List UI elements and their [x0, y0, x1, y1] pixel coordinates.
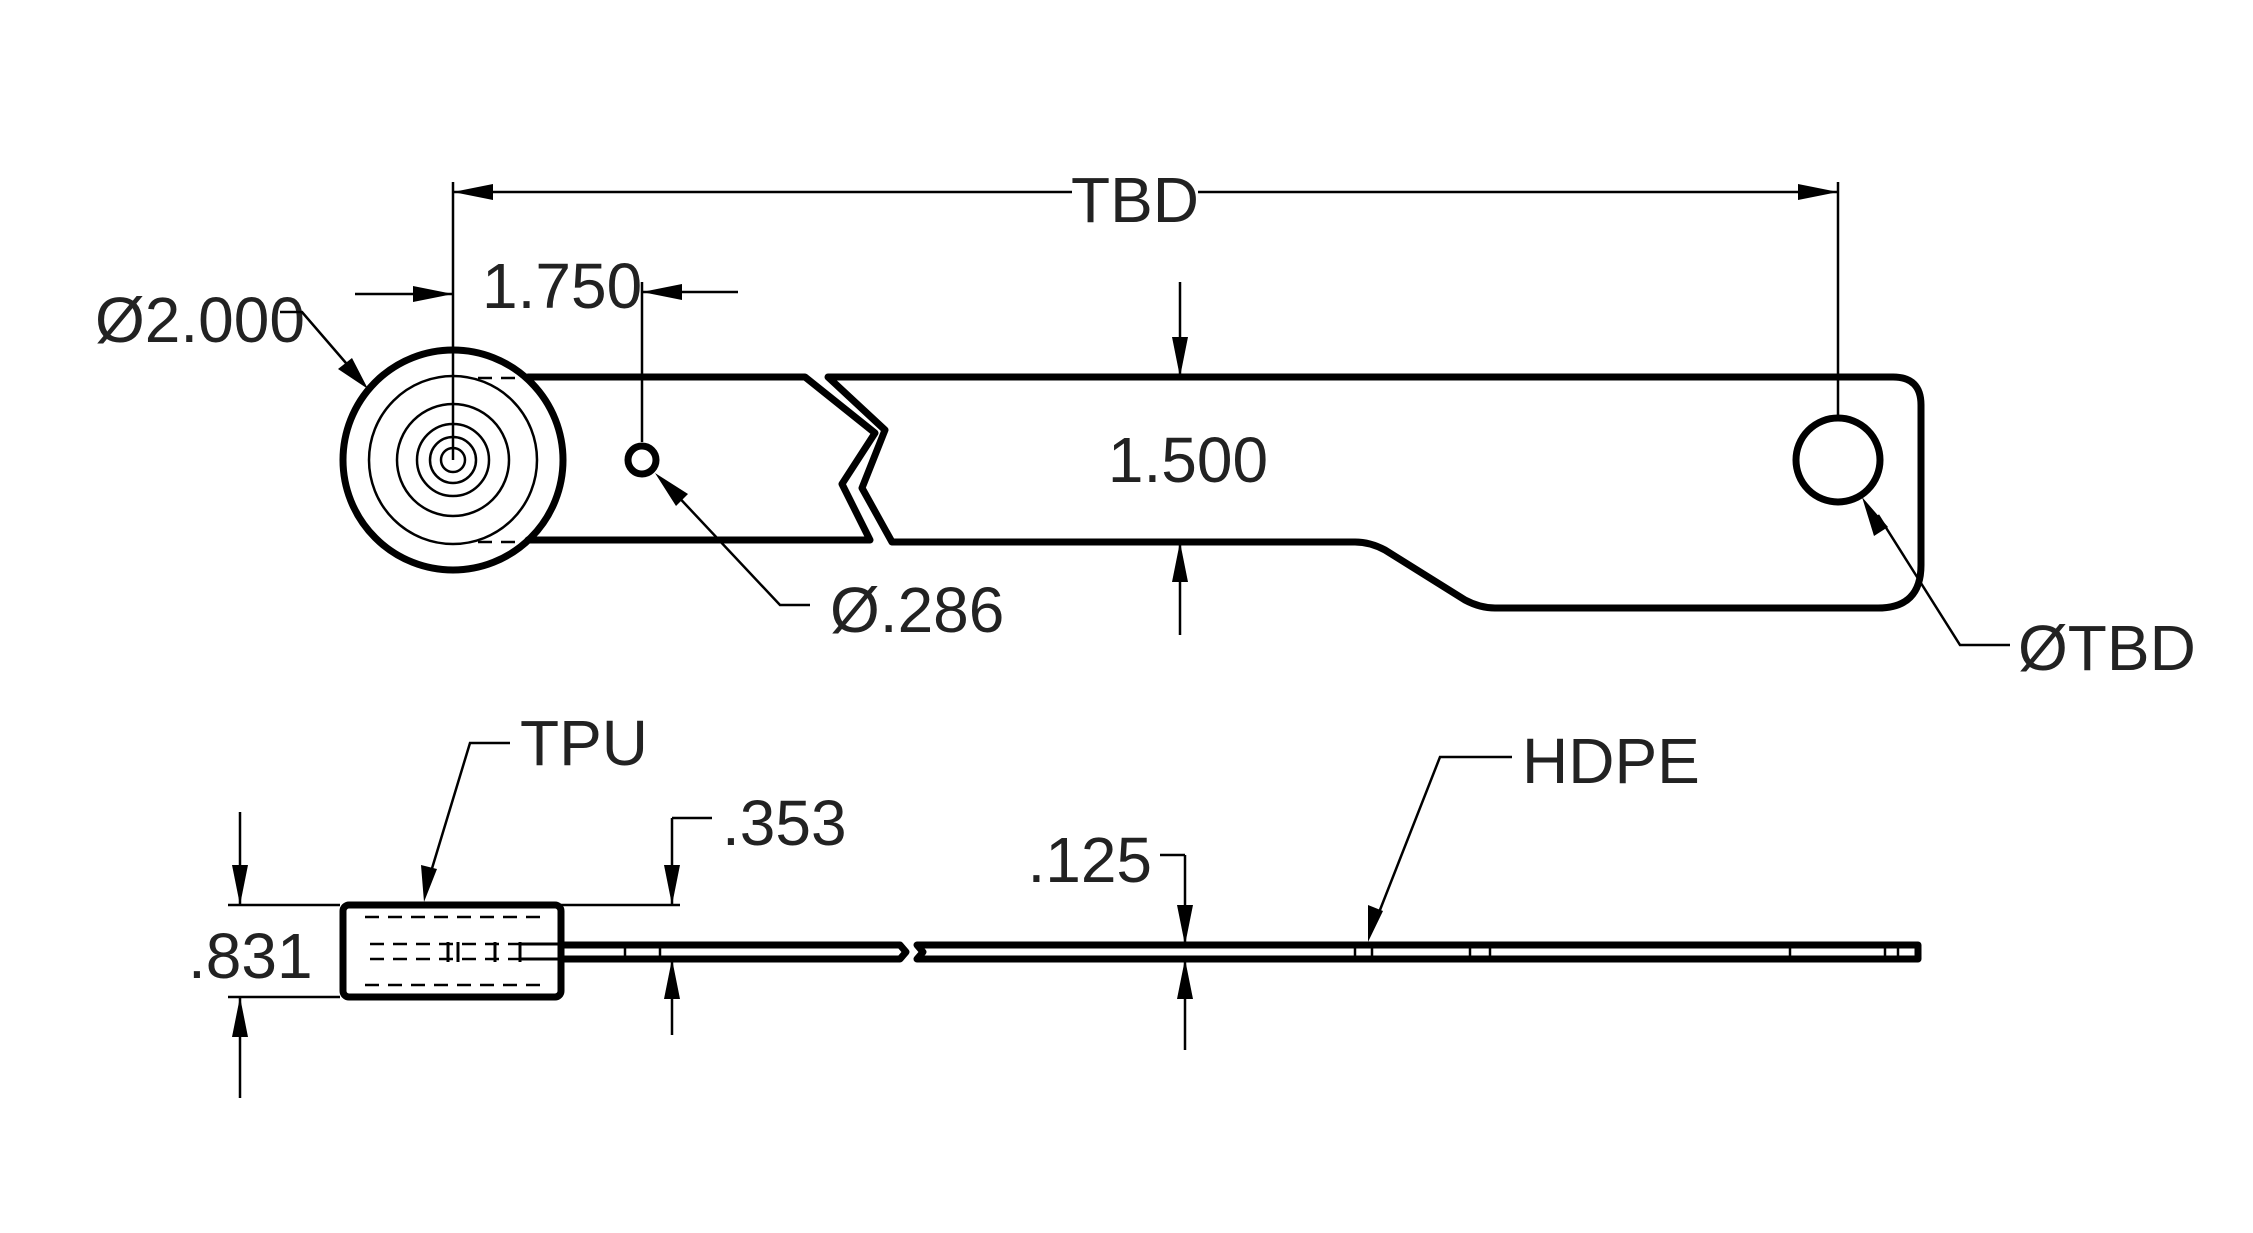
strap-thickness-label: .125 [1027, 824, 1152, 896]
end-hole-arrow [1862, 497, 1888, 536]
ring-diameter-arrow [338, 358, 368, 389]
strap-side-left [557, 941, 910, 963]
strap-side-right [913, 941, 1922, 963]
ring-material-leader [428, 741, 510, 876]
ring-thickness-arrow-top [232, 865, 248, 905]
end-hole-label: ØTBD [2018, 612, 2196, 684]
overall-length-arrow-right [1798, 184, 1838, 200]
ring-diameter-leader [280, 310, 353, 371]
strap-width-label: 1.500 [1108, 424, 1268, 496]
ring-material-arrow [421, 865, 437, 902]
hole-offset-arrow-right [642, 284, 682, 300]
ring-side-body [339, 901, 565, 1001]
ring-material-label: TPU [520, 707, 648, 779]
small-hole-leader [671, 489, 810, 607]
overall-length-label: TBD [1071, 164, 1199, 236]
strap-right-segment [824, 373, 1925, 612]
small-hole-arrow [655, 473, 688, 506]
strap-width-arrow-bottom [1172, 542, 1188, 582]
hole-offset-label: 1.750 [482, 250, 642, 322]
end-hole [1792, 414, 1884, 506]
strap-material-leader [1376, 755, 1512, 916]
small-hole-label: Ø.286 [830, 574, 1004, 646]
hub-thickness-label: .353 [722, 787, 847, 859]
small-hole [624, 442, 660, 478]
strap-thickness-arrow-top [1177, 905, 1193, 945]
ring-diameter-label: Ø2.000 [95, 284, 305, 356]
strap-left-segment [524, 373, 879, 544]
ring-thickness-label: .831 [188, 920, 313, 992]
side-view: TPU HDPE .831 .353 .125 [188, 707, 1922, 1098]
strap-thickness-arrow-bottom [1177, 959, 1193, 999]
hub-thickness-arrow-top [664, 865, 680, 905]
hole-offset-arrow-left [413, 286, 453, 302]
ring-thickness-arrow-bottom [232, 997, 248, 1037]
end-hole-leader [1876, 514, 2010, 647]
strap-material-arrow [1368, 905, 1383, 942]
strap-material-label: HDPE [1522, 725, 1700, 797]
hub-thickness-arrow-bottom [664, 959, 680, 999]
overall-length-arrow-left [453, 184, 493, 200]
strap-width-arrow-top [1172, 337, 1188, 377]
top-view: TBD 1.750 Ø2.000 1.500 Ø.286 ØTBD [95, 164, 2196, 684]
